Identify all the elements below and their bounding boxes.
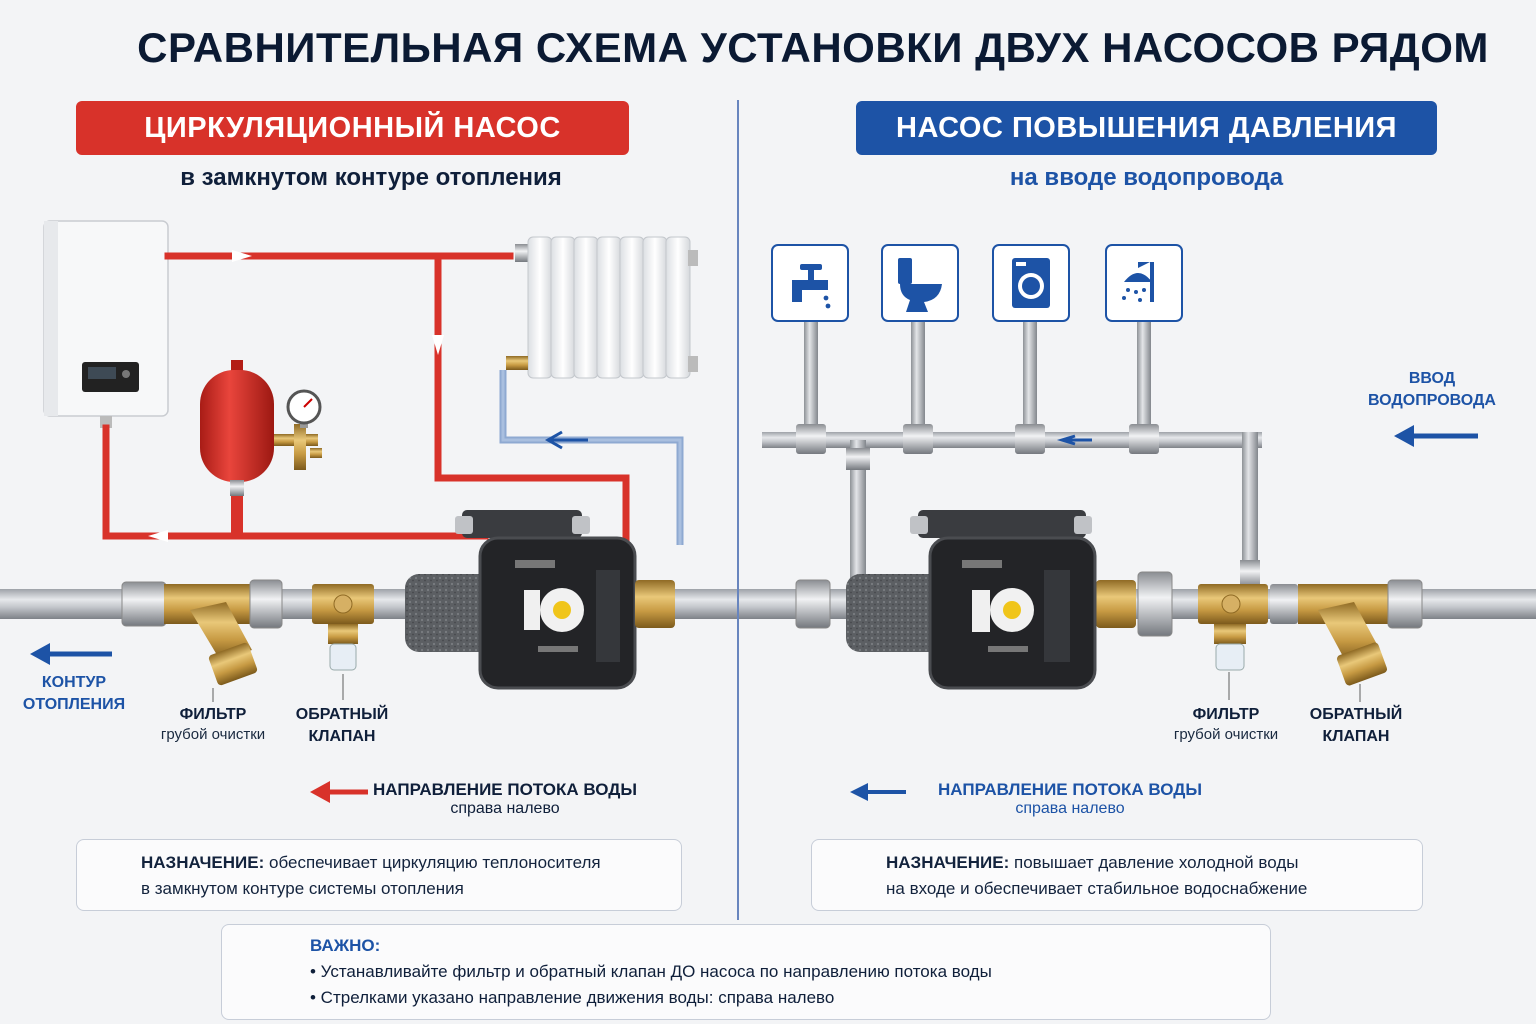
- arrow-marker: [432, 335, 444, 355]
- note-item-2: • Стрелками указано направление движения…: [310, 988, 835, 1007]
- center-divider: [737, 100, 739, 920]
- check-valve-left: [312, 584, 374, 700]
- circulation-subheader: в замкнутом контуре отопления: [180, 164, 562, 191]
- circulation-pump: [405, 510, 675, 690]
- filter-label-right: ФИЛЬТР грубой очистки: [1173, 706, 1279, 743]
- booster-pump: [846, 510, 1097, 690]
- fixture-tiles: [771, 244, 1183, 322]
- filter-right: [1270, 579, 1423, 702]
- page-title: СРАВНИТЕЛЬНАЯ СХЕМА УСТАНОВКИ ДВУХ НАСОС…: [137, 24, 1489, 71]
- purpose-line1-right: повышает давление холодной воды: [1013, 853, 1299, 872]
- circulation-pump-header: ЦИРКУЛЯЦИОННЫЙ НАСОС: [76, 101, 629, 155]
- purpose-box-left: НАЗНАЧЕНИЕ: обеспечивает циркуляцию тепл…: [76, 839, 682, 911]
- distribution-manifold: [762, 432, 1262, 448]
- check-valve-right: [1198, 584, 1268, 700]
- expansion-tank: [200, 360, 322, 538]
- faucet-icon: [792, 264, 831, 309]
- flow-direction-right: НАПРАВЛЕНИЕ ПОТОКА ВОДЫ справа налево: [938, 780, 1202, 817]
- booster-pump-header: НАСОС ПОВЫШЕНИЯ ДАВЛЕНИЯ: [856, 101, 1437, 155]
- note-head: ВАЖНО:: [310, 936, 381, 955]
- fixture-risers: [796, 320, 1159, 454]
- important-note-box: ВАЖНО: • Устанавливайте фильтр и обратны…: [221, 924, 1271, 1020]
- arrow-marker: [148, 530, 168, 542]
- boiler: [43, 220, 169, 428]
- washing-machine-icon: [1012, 258, 1050, 308]
- shower-icon: [1122, 262, 1154, 302]
- toilet-icon: [898, 258, 942, 312]
- purpose-box-right: НАЗНАЧЕНИЕ: повышает давление холодной в…: [811, 839, 1423, 911]
- purpose-line2-left: в замкнутом контуре системы отопления: [141, 879, 464, 898]
- filter-label-left: ФИЛЬТР грубой очистки: [160, 706, 266, 743]
- booster-subheader: на вводе водопровода: [1009, 164, 1284, 191]
- purpose-head-right: НАЗНАЧЕНИЕ:: [886, 853, 1010, 872]
- note-item-1: • Устанавливайте фильтр и обратный клапа…: [310, 962, 992, 981]
- radiator: [506, 236, 698, 379]
- purpose-head-left: НАЗНАЧЕНИЕ:: [141, 853, 265, 872]
- filter-left: [121, 579, 283, 686]
- purpose-line2-right: на входе и обеспечивает стабильное водос…: [886, 879, 1308, 898]
- arrow-marker: [232, 250, 252, 262]
- union-fittings-right: [795, 571, 1173, 637]
- flow-direction-left: НАПРАВЛЕНИЕ ПОТОКА ВОДЫ справа налево: [373, 780, 637, 817]
- hot-supply-line: [102, 252, 630, 549]
- purpose-line1-left: обеспечивает циркуляцию теплоносителя: [268, 853, 601, 872]
